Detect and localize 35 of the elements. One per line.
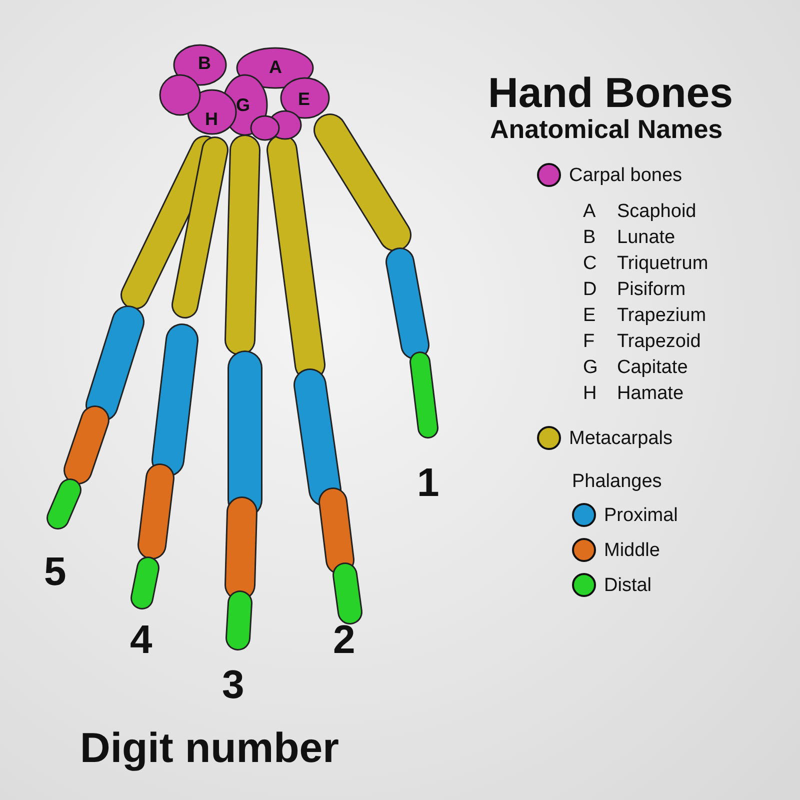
bone-letter: A: [583, 202, 596, 221]
bone-name: Trapezium: [617, 306, 706, 325]
digit-number: 4: [130, 620, 152, 660]
group-heading: Phalanges: [572, 472, 662, 491]
bone-letter: F: [583, 332, 595, 351]
digit-number: 3: [222, 665, 244, 705]
digit-number: 1: [417, 463, 440, 503]
bone-name: Hamate: [617, 384, 684, 403]
legend-label: Proximal: [604, 506, 678, 525]
legend-label: Middle: [604, 541, 660, 560]
bone-letter: C: [583, 254, 597, 273]
axis-caption: Digit number: [80, 727, 339, 769]
bone-letter: G: [583, 358, 598, 377]
bone-letter: G: [236, 96, 250, 114]
bone-letter: B: [583, 228, 596, 247]
legend-label: Distal: [604, 576, 652, 595]
bone-name: Lunate: [617, 228, 676, 247]
bone-letter: B: [198, 54, 211, 72]
title: Hand Bones: [488, 72, 734, 114]
digit-number: 5: [44, 552, 66, 592]
bone-name: Scaphoid: [617, 202, 696, 221]
bone-letter: E: [298, 90, 310, 108]
bone-letter: A: [269, 58, 282, 76]
bone-letter: E: [583, 306, 596, 325]
legend-label: Metacarpals: [569, 429, 672, 448]
digit-number: 2: [333, 620, 356, 660]
bone-letter: H: [205, 110, 218, 128]
bone-name: Pisiform: [617, 280, 686, 299]
subtitle: Anatomical Names: [490, 116, 723, 142]
bone-name: Capitate: [617, 358, 688, 377]
bone-name: Trapezoid: [617, 332, 701, 351]
legend-label: Carpal bones: [569, 166, 682, 185]
bone-letter: D: [583, 280, 597, 299]
bone-name: Triquetrum: [617, 254, 708, 273]
bone-letter: H: [583, 384, 597, 403]
